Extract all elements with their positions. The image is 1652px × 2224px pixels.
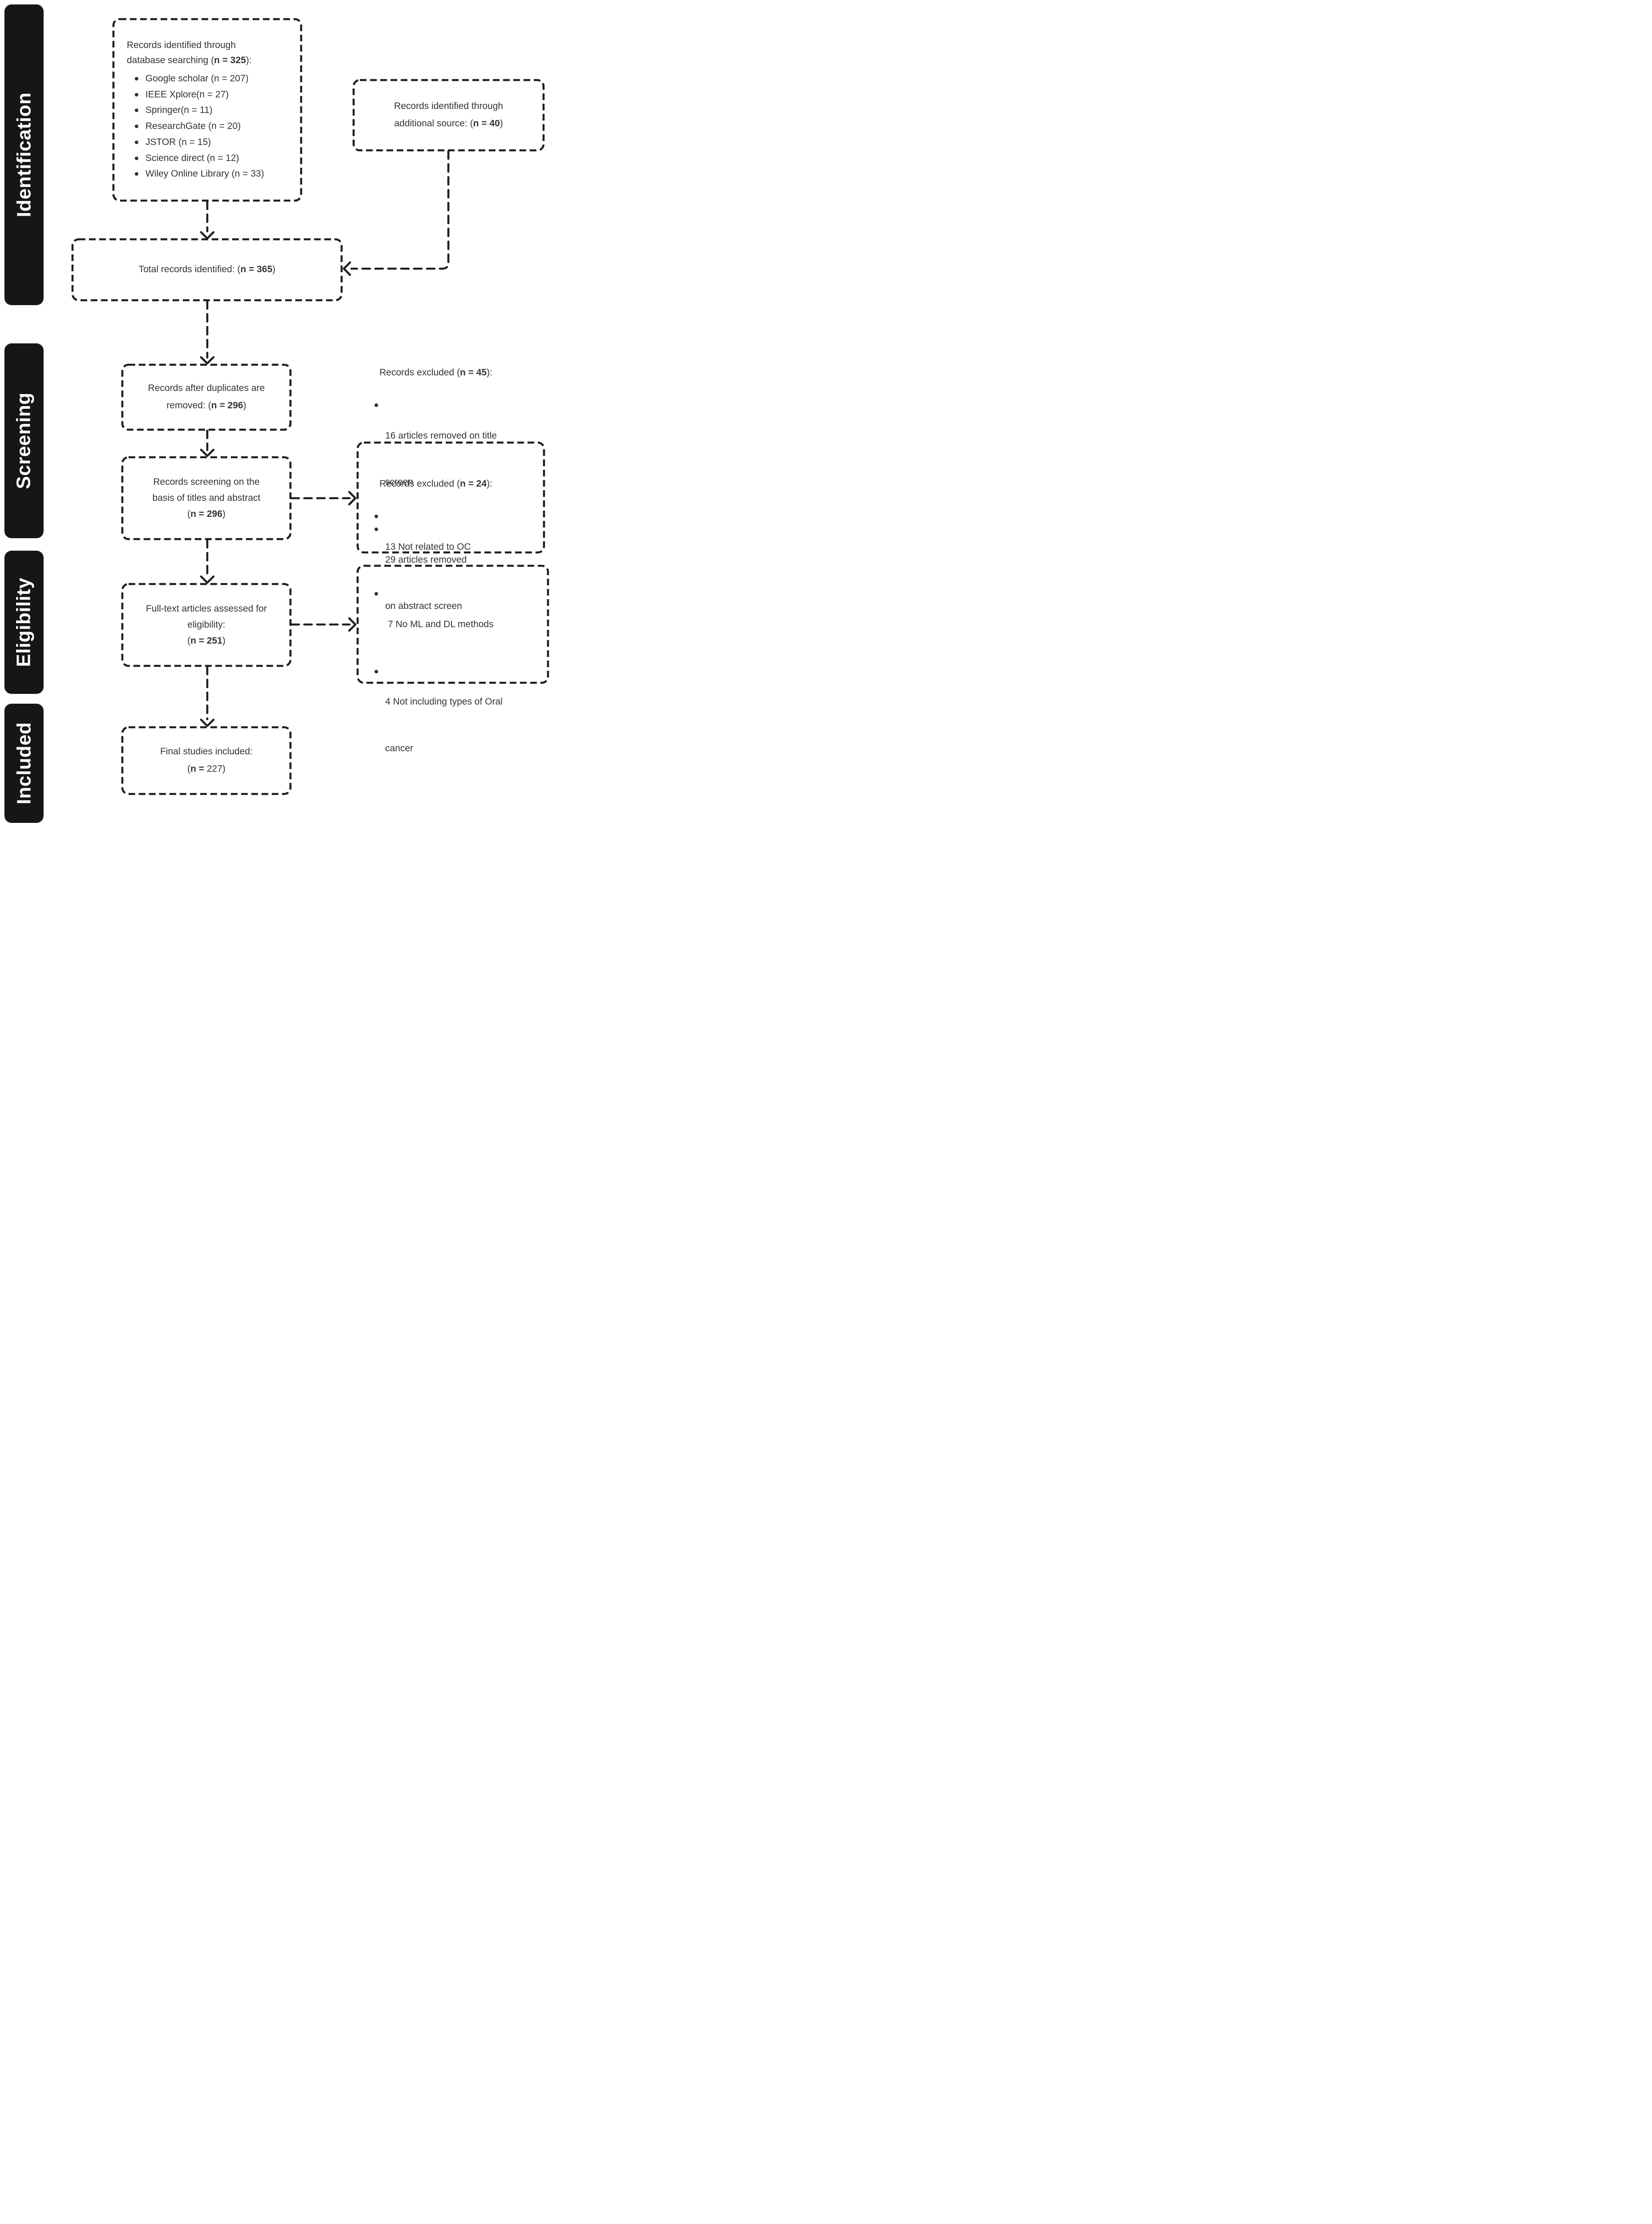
list-item: 29 articles removed on abstract screen: [375, 521, 544, 645]
box-additional-records: Records identified through additional so…: [394, 101, 504, 129]
bullet-icon: [375, 669, 378, 673]
list-item: JSTOR (n = 15): [135, 134, 301, 150]
phase-label-screening: Screening: [13, 392, 35, 489]
diagram-lines-layer: [71, 18, 549, 795]
box-fulltext-assessed: Full-text articles assessed for eligibil…: [146, 603, 267, 646]
list-item: 7 No ML and DL methods: [375, 586, 548, 663]
bullet-icon: [135, 109, 138, 113]
bullet-icon: [135, 172, 138, 176]
arrowhead-down-into-total: [200, 231, 215, 240]
arrowhead-down-into-final: [200, 718, 215, 727]
phase-label-identification: Identification: [13, 92, 35, 218]
bullet-icon: [135, 140, 138, 144]
arrowhead-down-into-fulltext: [200, 575, 215, 584]
list-item: 4 Not including types of Oral cancer: [375, 664, 548, 788]
bullet-icon: [135, 77, 138, 81]
box-outline-duplicates-removed: [121, 363, 292, 431]
bullet-icon: [135, 125, 138, 129]
box-title-abstract-screening: Records screening on the basis of titles…: [152, 476, 261, 520]
phase-band-screening: Screening: [4, 343, 44, 538]
list-item: Wiley Online Library (n = 33): [135, 166, 301, 182]
excluded-title-list: 16 articles removed on title screen 29 a…: [358, 397, 544, 645]
phase-band-identification: Identification: [4, 4, 44, 305]
box-excluded-fulltext: Records excluded (n = 24): 13 Not relate…: [358, 479, 548, 753]
excluded-title-heading: Records excluded (n = 45):: [379, 367, 492, 378]
box-outline-excluded-title-screen: [356, 441, 545, 554]
box-duplicates-removed: Records after duplicates are removed: (n…: [148, 383, 265, 411]
phase-label-included: Included: [13, 722, 35, 805]
bullet-icon: [375, 592, 378, 596]
excluded-fulltext-heading: Records excluded (n = 24):: [379, 479, 492, 489]
database-source-list: Google scholar (n = 207) IEEE Xplore(n =…: [113, 71, 301, 182]
connector-additional-to-total: [350, 150, 450, 270]
list-item: 13 Not related to OC: [375, 508, 548, 586]
arrowhead-down-into-duplicates: [200, 356, 215, 365]
phase-band-eligibility: Eligibility: [4, 551, 44, 694]
list-item: IEEE Xplore(n = 27): [135, 87, 301, 103]
list-item: Google scholar (n = 207): [135, 71, 301, 87]
excluded-fulltext-list: 13 Not related to OC 7 No ML and DL meth…: [358, 508, 548, 787]
list-item: ResearchGate (n = 20): [135, 118, 301, 134]
list-item: 16 articles removed on title screen: [375, 397, 544, 521]
box-database-records: Records identified through database sear…: [113, 19, 301, 201]
arrowhead-right-into-excluded-title: [348, 491, 357, 506]
bullet-icon: [135, 156, 138, 160]
box-final-included: Final studies included: (n = 227): [160, 746, 253, 774]
bullet-icon: [375, 403, 378, 407]
phase-label-eligibility: Eligibility: [13, 577, 35, 667]
prisma-flow-diagram: Identification Screening Eligibility Inc…: [0, 0, 551, 824]
bullet-icon: [375, 515, 378, 519]
box-total-records: Total records identified: (n = 365): [138, 264, 276, 275]
database-records-heading: Records identified through database sear…: [127, 40, 252, 66]
bullet-icon: [135, 93, 138, 97]
list-item: Science direct (n = 12): [135, 150, 301, 166]
phase-band-included: Included: [4, 704, 44, 823]
box-outline-excluded-fulltext: [356, 564, 549, 684]
arrowhead-down-into-screening: [200, 448, 215, 457]
arrowhead-right-into-excluded-fulltext: [348, 617, 357, 632]
list-item: Springer(n = 11): [135, 102, 301, 118]
box-outline-final-included: [121, 726, 292, 795]
bullet-icon: [375, 527, 378, 531]
arrowhead-left-into-total: [342, 261, 351, 276]
box-excluded-title-screen: Records excluded (n = 45): 16 articles r…: [358, 367, 544, 611]
